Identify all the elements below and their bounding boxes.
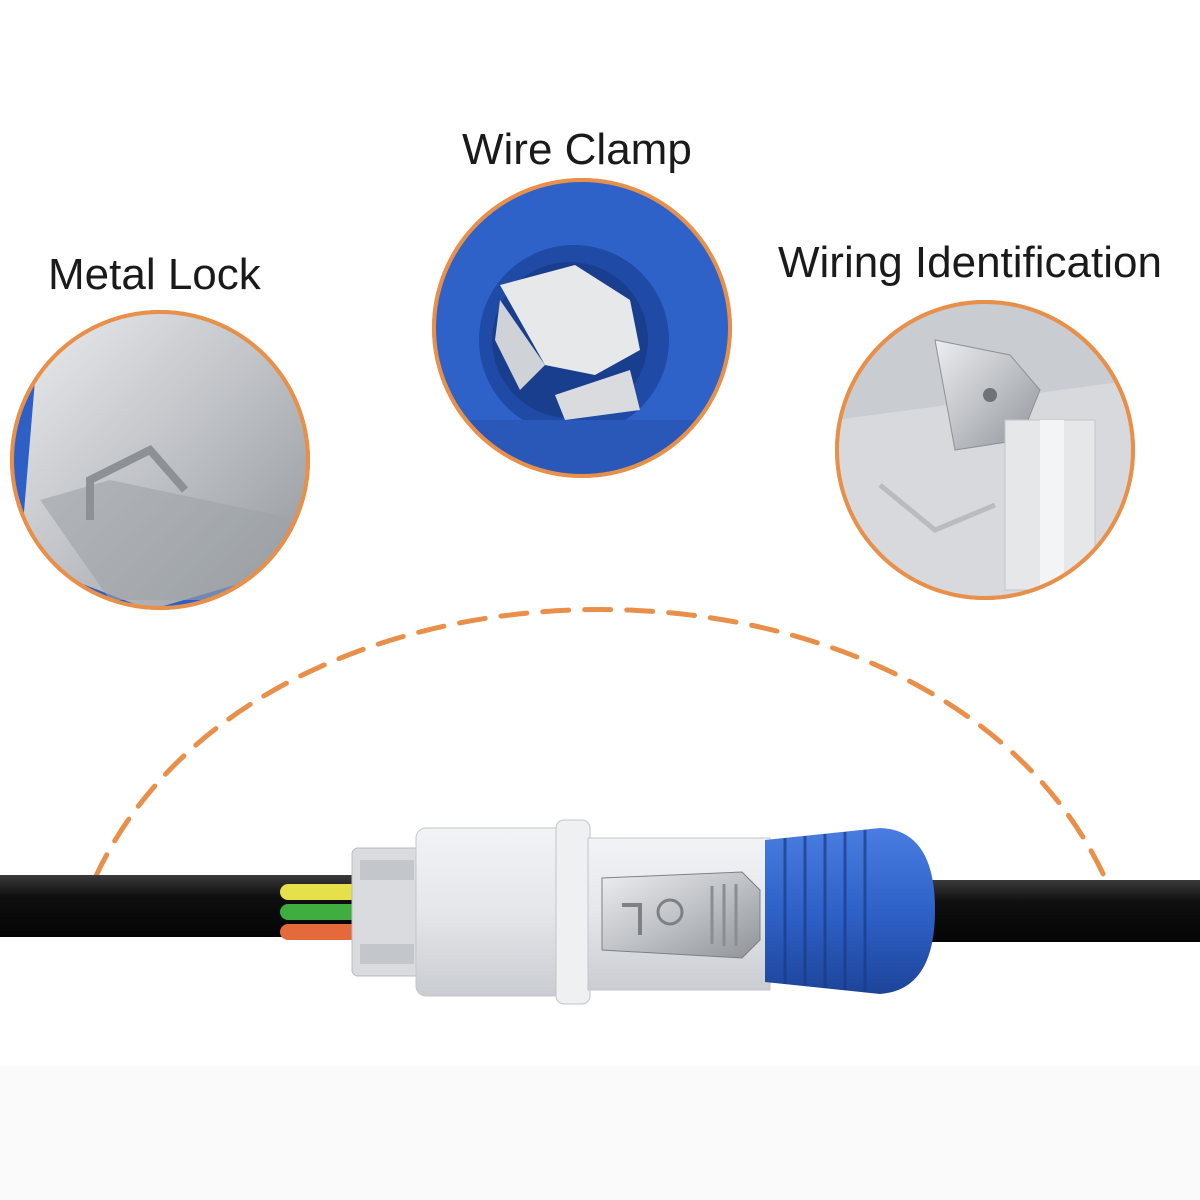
cable-right <box>905 880 1200 942</box>
metal-lock-circle <box>10 310 310 610</box>
exposed-wires <box>280 884 360 940</box>
connector-blue-nut <box>765 828 935 994</box>
dashed-arc <box>92 607 1108 881</box>
wiring-identification-label: Wiring Identification <box>778 238 1162 287</box>
wire-clamp-circle <box>432 178 732 478</box>
metal-lock-label: Metal Lock <box>48 250 261 299</box>
wiring-identification-circle <box>835 300 1135 600</box>
floor-band <box>0 1066 1200 1200</box>
connector-metal-latch <box>601 871 761 959</box>
wire-clamp-label: Wire Clamp <box>462 125 692 174</box>
